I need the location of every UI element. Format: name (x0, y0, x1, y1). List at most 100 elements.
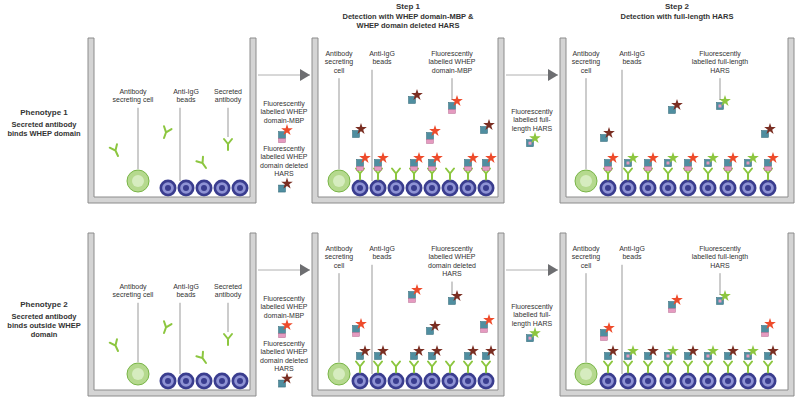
anti-igg-bead (160, 180, 177, 197)
bead-ring (388, 373, 405, 390)
labelled-protein (411, 152, 425, 171)
anti-igg-bead (640, 180, 657, 197)
bead-core (605, 185, 611, 191)
well: Antibody secreting cellAnti-IgG beadsFlu… (312, 38, 504, 203)
labelled-protein (717, 290, 731, 305)
anti-igg-bead (352, 180, 369, 197)
mbp-tag (685, 167, 692, 171)
anti-igg-bead (406, 180, 423, 197)
antibody (624, 169, 632, 180)
fluor-star (451, 290, 463, 301)
cell-nucleus (333, 368, 345, 380)
bead-ring (742, 182, 754, 194)
anti-igg-bead (214, 180, 231, 197)
labelled-protein (429, 152, 443, 171)
mbp-tag (465, 167, 472, 171)
antibody (428, 362, 436, 373)
fluor-star (687, 152, 699, 163)
bead-core (745, 378, 751, 384)
bead-ring (722, 375, 734, 387)
bead-ring (722, 182, 734, 194)
bead-ring (388, 180, 405, 197)
leader-line (339, 78, 340, 169)
fluor-star (377, 345, 389, 356)
bead-core (645, 185, 651, 191)
labelled-protein (411, 345, 425, 360)
fluor-star (764, 318, 776, 329)
anti-igg-bead (178, 373, 195, 390)
labelled-protein (449, 95, 463, 114)
antibody-secreting-cell (127, 170, 149, 192)
part-label: Fluorescently labelled full-length HARS (689, 50, 751, 75)
antibody (664, 362, 672, 373)
fluor-star (411, 89, 423, 100)
bead-core (705, 378, 711, 384)
label-holder: Step 2 (607, 2, 747, 12)
bead-ring (760, 373, 777, 390)
antibody-secreting-cell (328, 170, 350, 192)
mbp-tag (725, 167, 732, 171)
bead-ring (680, 373, 697, 390)
antibody (224, 139, 232, 150)
whep-domain (719, 300, 722, 303)
labelled-protein (353, 123, 367, 138)
anti-igg-bead (352, 373, 369, 390)
well-outline (88, 38, 256, 203)
cell-body (127, 363, 149, 385)
cell-body (575, 170, 597, 192)
labelled-protein (601, 322, 615, 341)
labelled-protein (685, 345, 699, 360)
bead-ring (408, 375, 420, 387)
bead-ring (214, 373, 231, 390)
anti-igg-bead (600, 180, 617, 197)
labelled-protein (665, 345, 679, 360)
bead-ring (160, 180, 177, 197)
whep-domain (627, 162, 630, 165)
bead-core (745, 185, 751, 191)
anti-igg-bead (600, 373, 617, 390)
mbp-tag (411, 167, 418, 171)
anti-igg-bead (478, 373, 495, 390)
labelled-protein (527, 327, 541, 342)
fluor-star (413, 152, 425, 163)
antibody (446, 362, 454, 373)
well-wall (312, 233, 504, 396)
part-label: Antibody secreting cell (567, 50, 605, 75)
labelled-protein (745, 345, 759, 360)
well-outline (88, 233, 256, 396)
labelled-protein (762, 123, 776, 138)
anti-igg-bead (178, 180, 195, 197)
leader-line (586, 78, 587, 169)
reagent-label: Fluorescently labelled WHEP domain-MBP (257, 295, 311, 320)
labelled-protein (465, 152, 479, 171)
bead-ring (660, 180, 677, 197)
whep-domain (707, 162, 710, 165)
cell-body (127, 170, 149, 192)
well: Antibody secreting cellAnti-IgG beadsFlu… (560, 233, 794, 396)
label-holder: Secreted antibody binds outside WHEP dom… (4, 312, 84, 339)
fluor-star (429, 125, 441, 136)
anti-igg-bead (214, 373, 231, 390)
labelled-protein (765, 152, 779, 171)
part-label: Antibody secreting cell (110, 283, 156, 300)
bead-ring (180, 375, 192, 387)
labelled-protein (279, 124, 293, 143)
well-wall (560, 38, 794, 203)
label-holder: Phenotype 2 (4, 300, 84, 310)
anti-igg-bead (442, 373, 459, 390)
antibody (110, 339, 122, 352)
bead-ring (700, 180, 717, 197)
fluor-star (607, 152, 619, 163)
bead-ring (408, 182, 420, 194)
label-holder: Antibody secreting cell (320, 245, 358, 270)
bead-ring (424, 373, 441, 390)
label-holder: Fluorescently labelled WHEP domain delet… (257, 340, 311, 374)
bead-ring (426, 375, 438, 387)
bead-ring (662, 375, 674, 387)
antibody (374, 362, 382, 373)
bead-ring (352, 373, 369, 390)
labelled-protein (357, 152, 371, 171)
antibody (224, 334, 232, 345)
bead-ring (390, 182, 402, 194)
cell-nucleus (333, 175, 345, 187)
